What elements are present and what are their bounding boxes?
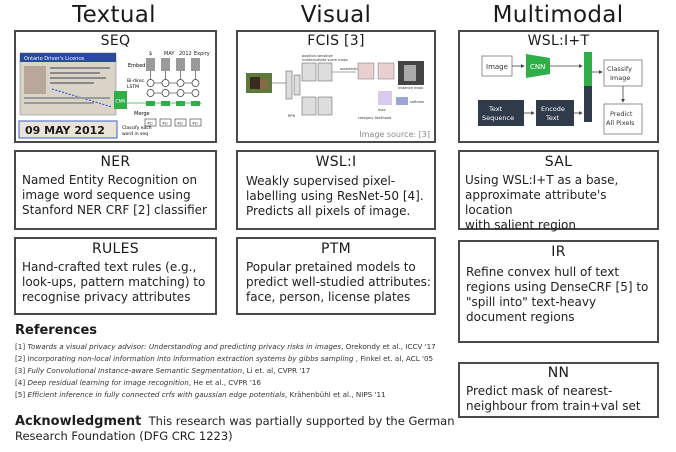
- seq-output-4: #Ω: [192, 122, 198, 126]
- seq-output-3: #Ω: [177, 122, 183, 126]
- sal-line-1: Using WSL:I+T as a base,: [465, 173, 619, 187]
- token-1: $: [149, 51, 152, 57]
- wsl-it-title: WSL:I+T: [527, 33, 590, 49]
- acknowledgment-text: This research was partially supported by…: [15, 414, 455, 443]
- rules-line-3: recognise privacy attributes: [22, 290, 191, 304]
- token-2: MAY: [164, 51, 175, 57]
- acknowledgment-title: Acknowledgment: [15, 414, 142, 429]
- column-title-visual: Visual: [300, 2, 372, 28]
- seq-embed-label: Embed: [128, 63, 145, 69]
- wsl-i-title: WSL:I: [315, 154, 357, 170]
- reference-3: [3] Fully Convolutional Instance-aware S…: [15, 366, 311, 375]
- ner-line-1: Named Entity Recognition on: [22, 173, 198, 187]
- seq-diagram: Ontario Driver's Licence 09 MAY 2012 CNN…: [18, 51, 210, 139]
- rules-line-2: look-ups, pattern matching) to: [22, 275, 206, 289]
- reference-5: [5] Efficient inference in fully connect…: [15, 390, 386, 399]
- wsl-i-line-3: Predicts all pixels of image.: [246, 204, 411, 218]
- seq-cnn-label: CNN: [116, 99, 126, 105]
- svg-text:softmax: softmax: [410, 100, 424, 104]
- ir-panel: IR Refine convex hull of text regions us…: [458, 240, 659, 343]
- seq-cnn-block: [114, 91, 127, 109]
- concat-bar-bottom: [584, 86, 592, 122]
- wsl-i-line-2: labelling using ResNet-50 [4].: [246, 189, 424, 203]
- fcis-diagram: position-sensitive inside/outside score …: [246, 54, 424, 120]
- column-title-multimodal: Multimodal: [492, 2, 624, 28]
- sal-line-2: approximate attribute's location: [465, 188, 607, 217]
- fcis-input-image: [246, 73, 272, 93]
- reference-4: [4] Deep residual learning for image rec…: [15, 378, 261, 387]
- seq-panel: SEQ Ontario Driver's Licence 09 MAY 2012…: [14, 30, 217, 143]
- seq-lstm-label: Bi-direc.LSTM: [127, 78, 146, 90]
- seq-output-2: #Ω: [162, 122, 168, 126]
- svg-text:assembling: assembling: [340, 67, 360, 71]
- seq-title: SEQ: [100, 33, 131, 49]
- ptm-line-1: Popular pretained models to: [246, 260, 416, 274]
- svg-text:max: max: [378, 108, 386, 112]
- classify-image-node: [603, 59, 643, 87]
- ner-line-2: image word sequence using: [22, 188, 191, 202]
- ir-line-2: regions using DenseCRF [5] to: [466, 280, 649, 294]
- ir-title: IR: [551, 244, 566, 260]
- ptm-panel: PTM Popular pretained models to predict …: [236, 237, 436, 315]
- card-header-text: Ontario Driver's Licence: [24, 56, 84, 62]
- rules-panel: RULES Hand-crafted text rules (e.g., loo…: [14, 237, 217, 315]
- reference-1: [1] Towards a visual privacy advisor: Un…: [15, 342, 436, 351]
- concat-bar-top: [584, 52, 592, 86]
- svg-text:instance mask: instance mask: [398, 86, 424, 90]
- rules-line-1: Hand-crafted text rules (e.g.,: [22, 260, 197, 274]
- cnn-block-label: CNN: [530, 63, 545, 71]
- image-node-label: Image: [486, 63, 508, 71]
- encode-text-node: [536, 100, 574, 126]
- ner-line-3: Stanford NER CRF [2] classifier: [22, 203, 207, 217]
- seq-output-1: #Ω: [147, 122, 153, 126]
- fcis-image-source: Image source: [3]: [359, 130, 430, 139]
- cnn-block: [526, 54, 550, 78]
- predict-pixels-node: [603, 103, 643, 135]
- svg-text:category likelihood: category likelihood: [358, 116, 391, 120]
- sal-title: SAL: [544, 154, 573, 170]
- ir-line-3: "spill into" text-heavy: [466, 295, 597, 309]
- token-3: 2012: [179, 51, 192, 57]
- nn-line-1: Predict mask of nearest-: [466, 384, 613, 398]
- seq-merge-label: Merge: [134, 111, 150, 117]
- nn-title: NN: [547, 365, 570, 381]
- ner-panel: NER Named Entity Recognition on image wo…: [14, 150, 217, 230]
- text-sequence-node: [478, 100, 524, 126]
- ir-line-1: Refine convex hull of text: [466, 265, 620, 279]
- sal-panel: SAL Using WSL:I+T as a base, approximate…: [458, 150, 659, 232]
- reference-2: [2] Incorporating non-local information …: [15, 354, 434, 363]
- ir-line-4: document regions: [466, 310, 575, 324]
- svg-text:RPN: RPN: [288, 114, 296, 118]
- svg-text:position-sensitive: position-sensitive: [302, 54, 333, 58]
- acknowledgment: Acknowledgment This research was partial…: [15, 414, 465, 444]
- column-title-textual: Textual: [72, 2, 156, 28]
- token-4: Expiry: [194, 51, 210, 57]
- wsl-i-line-1: Weakly supervised pixel-: [246, 174, 396, 188]
- references-title: References: [15, 323, 98, 338]
- ner-title: NER: [100, 154, 131, 170]
- wsl-i-panel: WSL:I Weakly supervised pixel- labelling…: [236, 150, 436, 230]
- sal-line-3: with salient region: [465, 218, 577, 232]
- nn-panel: NN Predict mask of nearest- neighbour fr…: [458, 362, 659, 418]
- ptm-line-2: predict well-studied attributes:: [246, 275, 431, 289]
- nn-line-2: neighbour from train+val set: [466, 399, 641, 413]
- fcis-title: FCIS [3]: [307, 33, 365, 49]
- ptm-title: PTM: [321, 241, 351, 257]
- card-date-text: 09 MAY 2012: [25, 124, 105, 137]
- date-strip-image: 09 MAY 2012: [18, 120, 118, 139]
- fcis-panel: FCIS [3] position-sensitive inside/outsi…: [236, 30, 436, 143]
- ptm-line-3: face, person, license plates: [246, 290, 411, 304]
- svg-text:inside/outside score maps: inside/outside score maps: [302, 58, 348, 62]
- license-card-image: Ontario Driver's Licence: [19, 52, 117, 116]
- rules-title: RULES: [91, 241, 139, 257]
